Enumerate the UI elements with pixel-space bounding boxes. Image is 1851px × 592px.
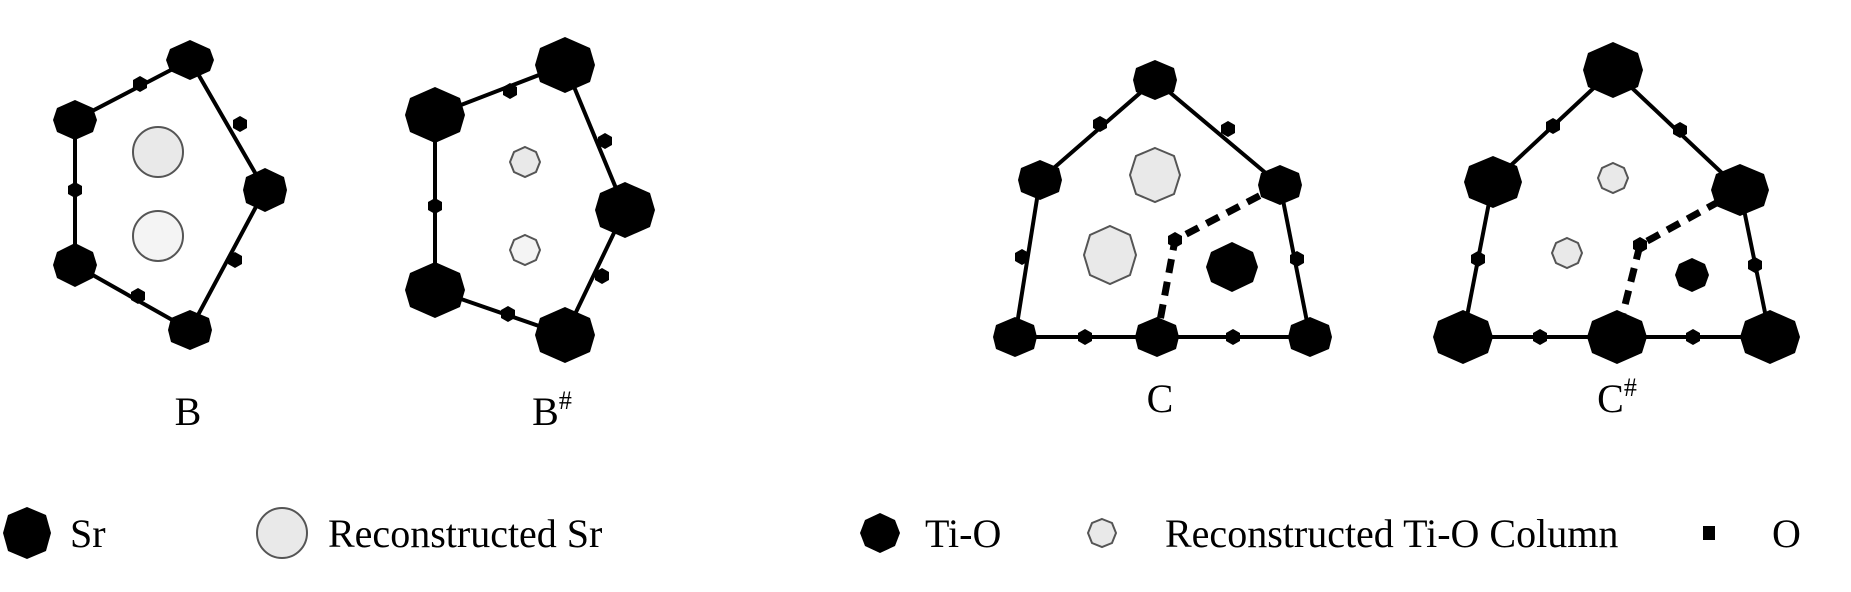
reconstructed-sr-atom	[508, 145, 542, 179]
reconstructed-sr-atom	[132, 126, 184, 178]
sr-atom	[166, 40, 214, 80]
o-atom	[501, 306, 515, 322]
o-atom	[1686, 329, 1700, 345]
sr-atom	[535, 307, 595, 363]
sr-atom	[53, 100, 97, 140]
reconstructed-tio-column	[1596, 161, 1630, 195]
legend-tio-label: Ti-O	[925, 511, 1001, 556]
o-atom	[1533, 329, 1547, 345]
tio-atom	[1675, 258, 1709, 292]
sr-atom	[243, 168, 287, 212]
o-atom	[1078, 329, 1092, 345]
tio-atom	[1433, 310, 1493, 364]
o-atom	[228, 252, 242, 268]
o-atom	[1290, 251, 1304, 267]
o-atom	[503, 83, 517, 99]
o-atom	[1093, 116, 1107, 132]
panel-label-c: C	[1147, 376, 1174, 421]
tio-atom	[1133, 60, 1177, 100]
o-atom	[598, 133, 612, 149]
legend-sr-icon	[3, 507, 51, 559]
o-atom	[1673, 122, 1687, 138]
tio-atom	[1587, 310, 1647, 364]
legend-reconstructed-sr-icon	[256, 507, 308, 559]
legend: Sr Reconstructed Sr Ti-O Reconstructed T…	[3, 507, 1801, 559]
sr-atom	[405, 262, 465, 318]
panel-label-b: B	[175, 389, 202, 434]
o-atom	[1546, 118, 1560, 134]
o-atom	[133, 76, 147, 92]
tio-atom	[1018, 160, 1062, 200]
tio-atom	[1135, 317, 1179, 357]
tio-atom	[1711, 164, 1769, 216]
panel-c: C	[993, 60, 1332, 421]
panel-b-hash: B#	[405, 37, 655, 434]
panel-c-outline	[1012, 77, 1313, 339]
o-atom	[1221, 121, 1235, 137]
o-atom	[1015, 249, 1029, 265]
tio-atom	[1206, 242, 1258, 292]
panel-label-c-hash: C#	[1597, 373, 1637, 421]
o-atom	[595, 268, 609, 284]
panel-label-b-hash: B#	[532, 386, 572, 434]
o-atom	[1633, 237, 1647, 253]
reconstructed-tio-column	[1128, 146, 1182, 204]
tio-atom	[993, 317, 1037, 357]
reconstructed-tio-column	[1082, 224, 1138, 286]
panel-c-hash-dashed-boundary	[1613, 186, 1742, 338]
legend-reconstructed-tio-label: Reconstructed Ti-O Column	[1165, 511, 1618, 556]
legend-o-icon	[1703, 526, 1715, 540]
panel-b: B	[53, 40, 287, 434]
reconstructed-sr-atom	[508, 233, 542, 267]
sr-atom	[405, 87, 465, 143]
legend-o-label: O	[1772, 511, 1801, 556]
tio-atom	[1288, 317, 1332, 357]
o-atom	[1168, 232, 1182, 248]
o-atom	[233, 116, 247, 132]
legend-reconstructed-tio-icon	[1086, 517, 1118, 549]
reconstructed-sr-atom	[132, 210, 184, 262]
tio-atom	[1583, 42, 1643, 98]
tio-atom	[1258, 165, 1302, 205]
o-atom	[1226, 329, 1240, 345]
o-atom	[428, 198, 442, 214]
sr-atom	[168, 310, 212, 350]
panel-b-outline	[73, 57, 268, 333]
o-atom	[1471, 251, 1485, 267]
legend-sr-label: Sr	[70, 511, 106, 556]
panel-c-hash: C#	[1433, 42, 1800, 421]
tio-atom	[1464, 156, 1522, 208]
o-atom	[131, 288, 145, 304]
tio-atom	[1740, 310, 1800, 364]
reconstructed-tio-column	[1550, 236, 1584, 270]
sr-atom	[595, 182, 655, 238]
sr-atom	[535, 37, 595, 93]
o-atom	[1748, 257, 1762, 273]
legend-tio-icon	[860, 513, 900, 553]
sr-atom	[53, 243, 97, 287]
legend-reconstructed-sr-label: Reconstructed Sr	[328, 511, 602, 556]
o-atom	[68, 182, 82, 198]
